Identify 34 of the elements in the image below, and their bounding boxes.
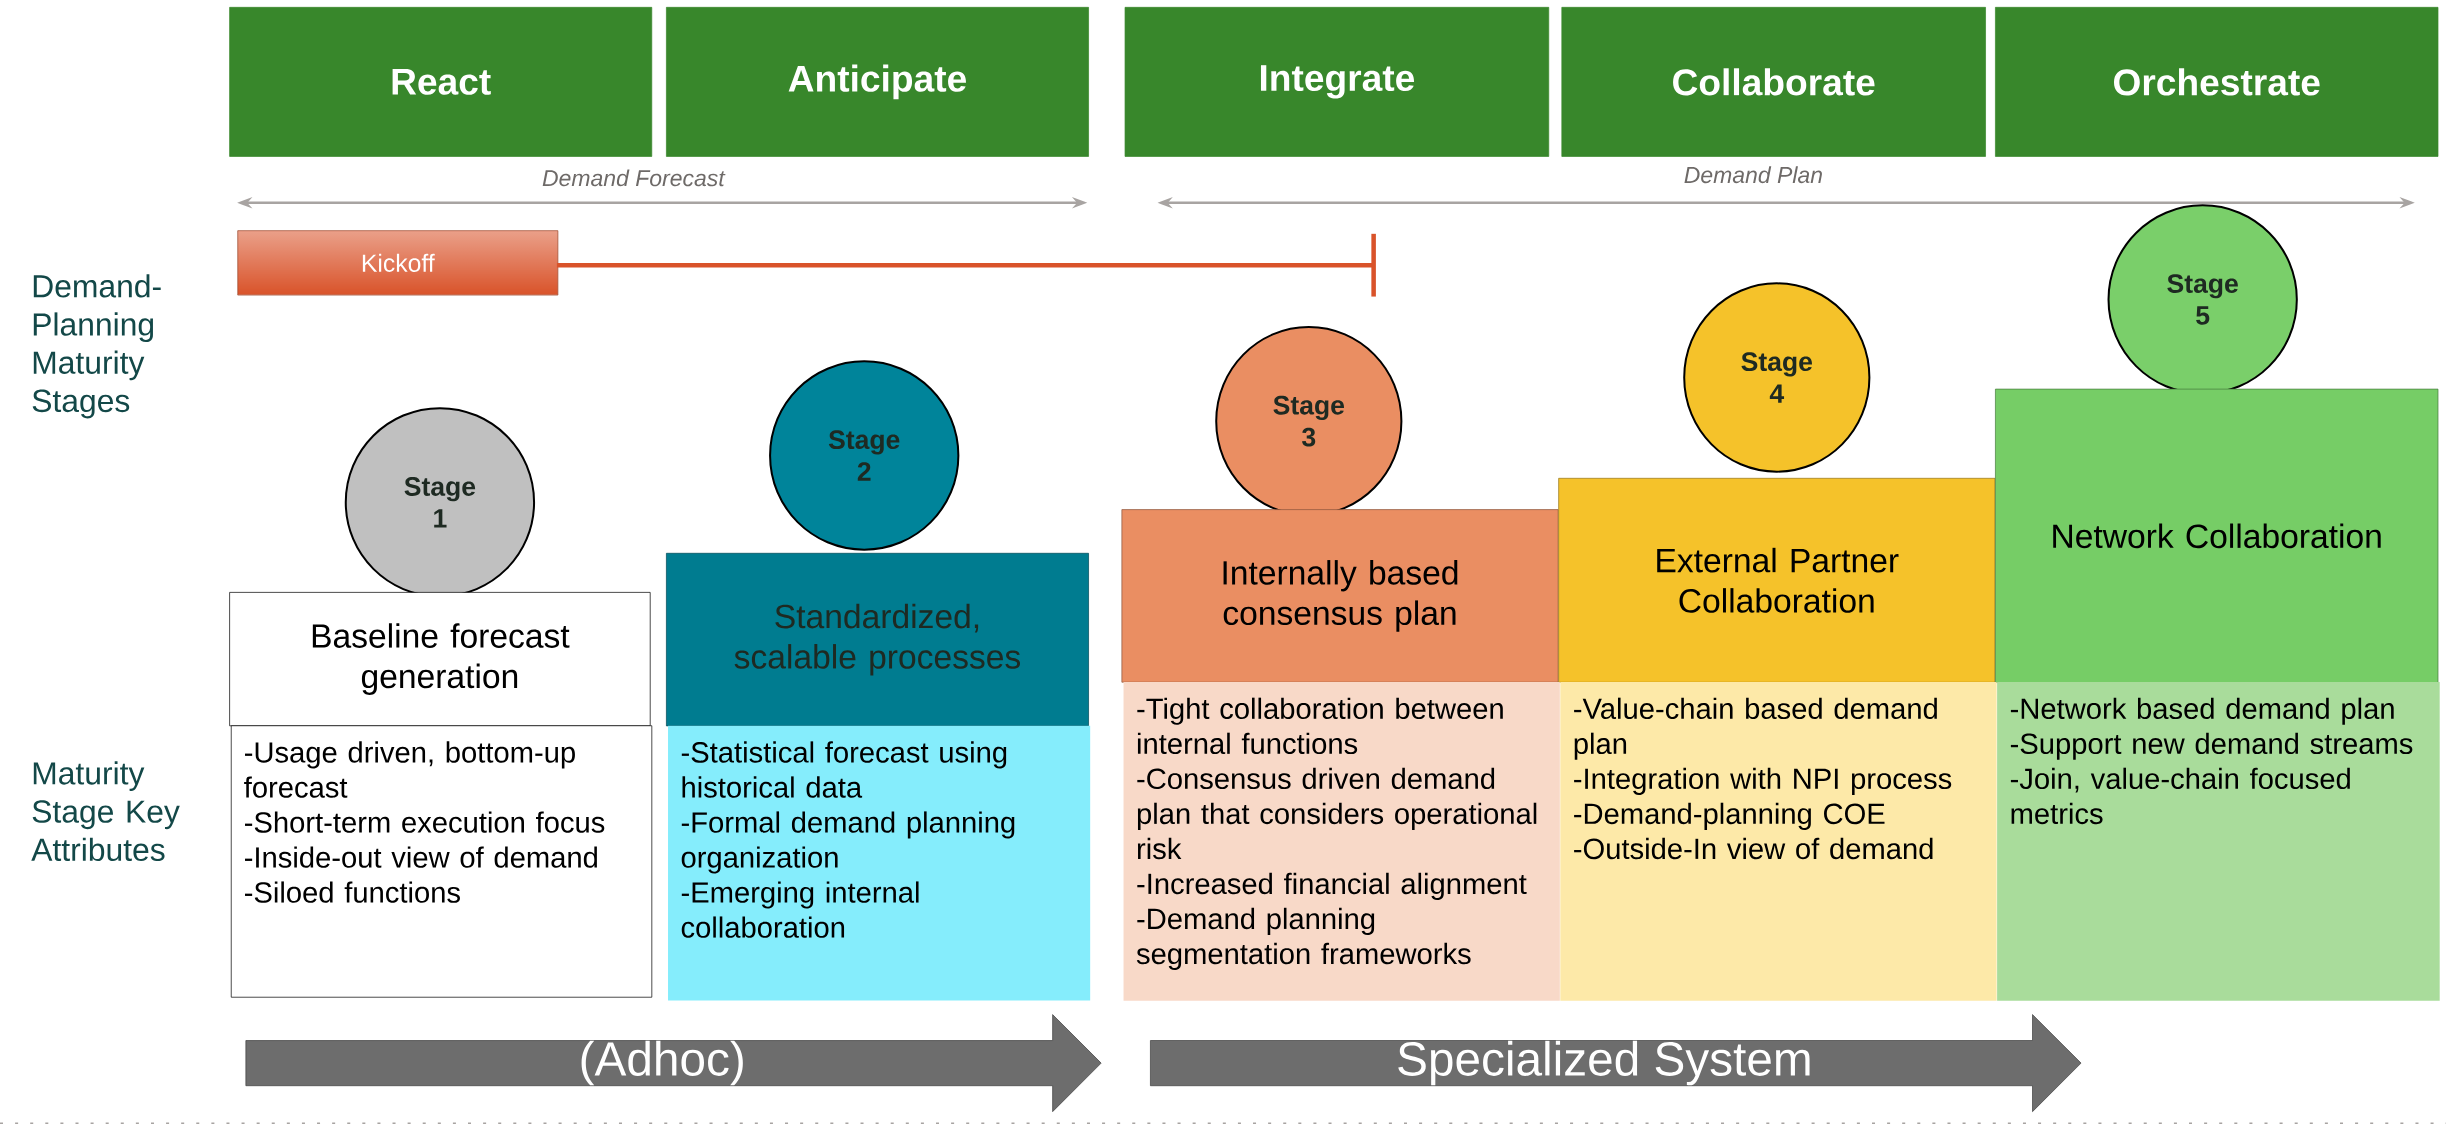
span-label: Demand Forecast <box>542 169 726 187</box>
kickoff-bar: Kickoff <box>237 230 559 296</box>
stage-title-box: Baseline forecast generation <box>229 592 651 727</box>
node-label: -Demand planning segmentation frameworks <box>1136 907 1471 971</box>
attribute-list: -Statistical forecast using historical data -Formal demand planning organization -Emerging internal collaboration <box>681 741 1015 938</box>
phase-header-box: Orchestrate <box>1995 7 2439 157</box>
node-label: -Inside-out view of demand <box>245 846 597 868</box>
attribute-box <box>668 725 1091 1001</box>
node-label: -Value-chain based demand plan <box>1574 697 1937 761</box>
node-label: -Short-term execution focus <box>245 811 605 833</box>
node-label: -Siloed functions <box>245 881 460 903</box>
row-label: Demand-Planning Maturity Stages <box>32 274 161 419</box>
stage-title-box: Standardized, scalable processes <box>666 553 1089 727</box>
attribute-list: -Value-chain based demand plan -Integration with NPI process -Demand-planning COE -Outside-In view of demand <box>1574 697 1952 860</box>
stage-title-box: External Partner Collaboration <box>1558 478 1996 683</box>
node-label: -Integration with NPI process <box>1574 767 1952 796</box>
phase-header-box: Anticipate <box>666 7 1089 157</box>
attribute-box <box>1997 682 2440 1001</box>
attribute-box <box>1123 682 1560 1001</box>
node-label: -Tight collaboration between internal functions <box>1137 697 1503 755</box>
attribute-list: -Tight collaboration between internal functions -Consensus driven demand plan that considers operational risk -Increased financial alignment -Demand planning segmentation frameworks <box>1136 697 1537 971</box>
node-label: -Increased financial alignment <box>1137 872 1527 901</box>
attribute-list: -Usage driven, bottom-up forecast -Short-term execution focus -Inside-out view of demand -Siloed functions <box>244 741 605 903</box>
phase-header-box: React <box>229 7 653 157</box>
phase-header-box: Integrate <box>1124 7 1550 157</box>
node-label: -Consensus driven demand plan that considers operational risk <box>1137 767 1537 860</box>
stage-title-box: Network Collaboration <box>1995 388 2439 684</box>
row-label: Maturity Stage Key Attributes <box>31 761 180 862</box>
attribute-list: -Network based demand plan -Support new demand streams -Join, value-chain focused metrics <box>2010 697 2413 825</box>
node-label: -Outside-In view of demand <box>1574 837 1933 860</box>
phase-header-box: Collaborate <box>1561 7 1986 157</box>
node-label: -Demand-planning COE <box>1574 802 1885 831</box>
attribute-box <box>1560 682 1997 1001</box>
node-label: -Usage driven, bottom-up forecast <box>244 741 575 798</box>
